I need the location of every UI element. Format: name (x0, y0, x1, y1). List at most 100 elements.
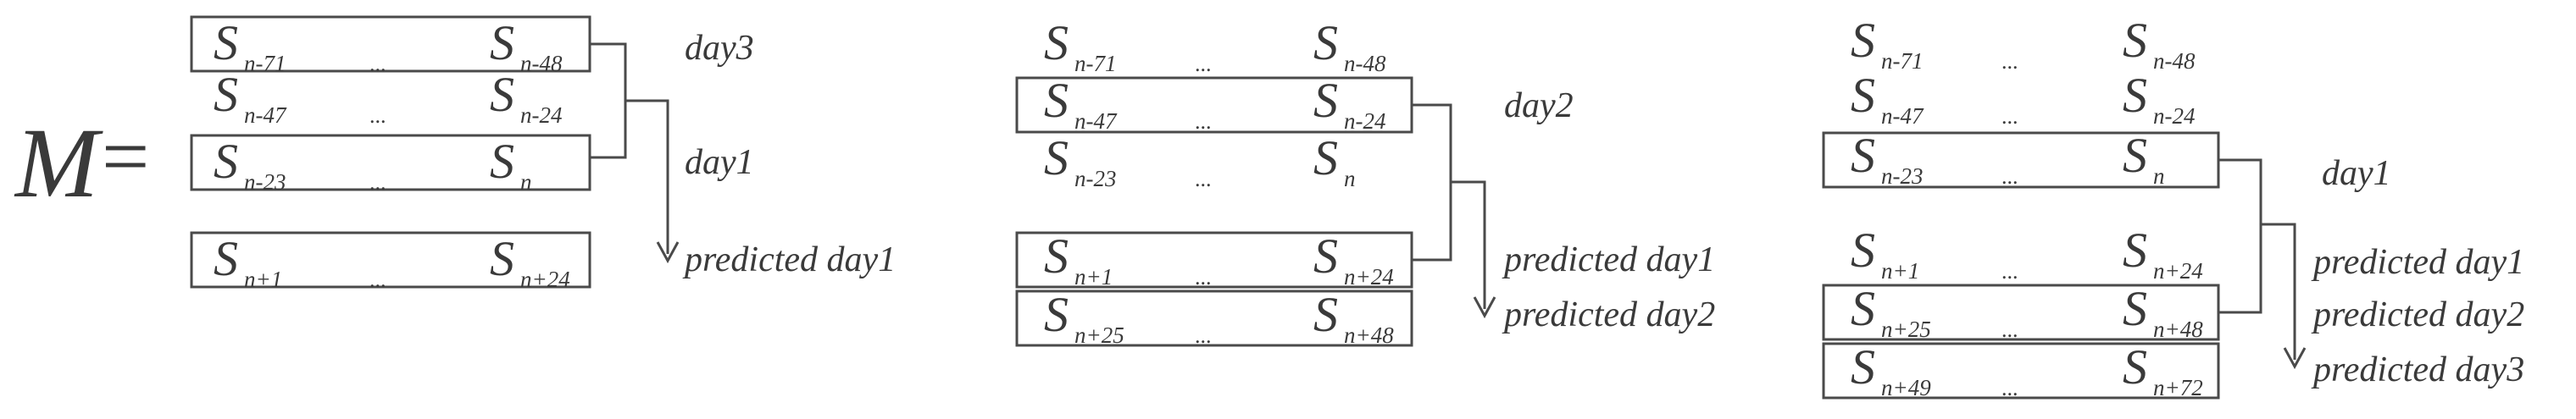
panel-1-row-4: S n+1 ... S n+24 (214, 231, 570, 292)
panel-1-row-1: S n-71 ... S n-48 (214, 15, 563, 76)
subscript: n-24 (2153, 103, 2196, 129)
subscript: n-71 (1881, 48, 1924, 74)
seq-symbol: S (1851, 281, 1875, 336)
seq-symbol: S (214, 134, 238, 189)
ellipsis: ... (369, 267, 386, 292)
subscript: n-48 (520, 51, 563, 76)
seq-symbol: S (1044, 130, 1069, 185)
subscript: n+1 (244, 267, 282, 292)
panel-3-arrow-shaft (2261, 223, 2296, 360)
subscript: n (2153, 163, 2165, 189)
subscript: n+48 (2153, 317, 2203, 342)
subscript: n+1 (1074, 264, 1113, 289)
ellipsis: ... (369, 170, 386, 195)
panel-3-label-predicted-day2: predicted day2 (2311, 295, 2524, 334)
matrix-symbol: M (14, 108, 103, 218)
seq-symbol: S (2123, 223, 2147, 278)
seq-symbol: S (1313, 130, 1338, 185)
seq-symbol: S (1044, 287, 1069, 342)
panel-3-label-predicted-day1: predicted day1 (2311, 243, 2524, 282)
panel-1-box-row-3 (190, 134, 591, 191)
seq-symbol: S (1851, 128, 1875, 183)
subscript: n+24 (520, 267, 570, 292)
subscript: n-24 (520, 102, 563, 128)
panel-3-row-4: S n+1 ... S n+24 (1851, 223, 2203, 284)
panel-3-bracket (2218, 158, 2262, 314)
ellipsis: ... (2001, 164, 2018, 189)
subscript: n+72 (2153, 375, 2203, 400)
seq-symbol: S (1044, 229, 1069, 284)
seq-symbol: S (1313, 229, 1338, 284)
panel-3-label-day1: day1 (2322, 154, 2391, 193)
ellipsis: ... (1195, 265, 1212, 289)
panel-2-arrow-shaft (1451, 180, 1486, 309)
ellipsis: ... (1195, 52, 1212, 76)
subscript: n-23 (1074, 166, 1117, 191)
panel-2-row-4: S n+1 ... S n+24 (1044, 229, 1394, 289)
panel-3-arrowhead (2283, 347, 2307, 370)
seq-symbol: S (2123, 128, 2147, 183)
seq-symbol: S (2123, 281, 2147, 336)
seq-symbol: S (490, 231, 514, 286)
panel-1-box-row-4 (190, 231, 591, 289)
subscript: n+49 (1881, 375, 1931, 400)
ellipsis: ... (1195, 167, 1212, 191)
panel-1-row-2: S n-47 ... S n-24 (214, 67, 563, 128)
subscript: n+24 (2153, 258, 2203, 284)
seq-symbol: S (1044, 15, 1069, 70)
panel-2-label-predicted-day1: predicted day1 (1502, 240, 1715, 279)
seq-symbol: S (2123, 339, 2147, 394)
panel-1-label-day1: day1 (685, 143, 754, 182)
panel-3-label-predicted-day3: predicted day3 (2311, 350, 2524, 389)
subscript: n+24 (1344, 264, 1394, 289)
subscript: n-48 (2153, 48, 2196, 74)
ellipsis: ... (2001, 376, 2018, 400)
seq-symbol: S (1313, 287, 1338, 342)
panel-1: S n-71 ... S n-48 S n-47 ... S n-24 S n-… (190, 15, 896, 292)
subscript: n (1344, 166, 1356, 191)
subscript: n-47 (1074, 108, 1118, 134)
panel-3-row-5: S n+25 ... S n+48 (1851, 281, 2203, 342)
ellipsis: ... (1195, 323, 1212, 348)
ellipsis: ... (1195, 109, 1212, 134)
seq-symbol: S (490, 134, 514, 189)
panel-3-row-2: S n-47 ... S n-24 (1851, 68, 2196, 129)
panel-1-row-3: S n-23 ... S n (214, 134, 532, 195)
panel-1-bracket (590, 42, 627, 159)
subscript: n-47 (244, 102, 287, 128)
ellipsis: ... (369, 103, 386, 128)
panel-2-row-2: S n-47 ... S n-24 (1044, 73, 1386, 134)
ellipsis: ... (2001, 104, 2018, 129)
panel-3-box-row-6 (1822, 342, 2220, 400)
panel-2-bracket (1412, 103, 1452, 262)
panel-2-box-row-5 (1015, 289, 1413, 347)
panel-2-row-5: S n+25 ... S n+48 (1044, 287, 1394, 348)
subscript: n+25 (1881, 317, 1931, 342)
seq-symbol: S (2123, 13, 2147, 68)
subscript: n-24 (1344, 108, 1386, 134)
panel-2-label-predicted-day2: predicted day2 (1502, 295, 1715, 334)
panel-1-arrowhead (656, 241, 680, 264)
panel-3: S n-71 ... S n-48 S n-47 ... S n-24 S n-… (1822, 13, 2524, 400)
panel-1-label-day3: day3 (685, 29, 754, 68)
panel-2-row-1: S n-71 ... S n-48 (1044, 15, 1386, 76)
panel-2-row-3: S n-23 ... S n (1044, 130, 1356, 191)
panel-2-arrowhead (1473, 296, 1496, 319)
panel-1-arrow-shaft (625, 99, 669, 254)
subscript: n-23 (1881, 163, 1924, 189)
seq-symbol: S (490, 15, 514, 70)
subscript: n-71 (244, 51, 286, 76)
seq-symbol: S (1313, 15, 1338, 70)
seq-symbol: S (1851, 13, 1875, 68)
seq-symbol: S (1044, 73, 1069, 128)
panel-3-row-6: S n+49 ... S n+72 (1851, 339, 2203, 400)
subscript: n+1 (1881, 258, 1919, 284)
subscript: n-48 (1344, 51, 1386, 76)
ellipsis: ... (2001, 49, 2018, 74)
equals-sign: = (102, 109, 149, 203)
subscript: n-47 (1881, 103, 1924, 129)
seq-symbol: S (1851, 339, 1875, 394)
ellipsis: ... (2001, 317, 2018, 342)
subscript: n-71 (1074, 51, 1117, 76)
